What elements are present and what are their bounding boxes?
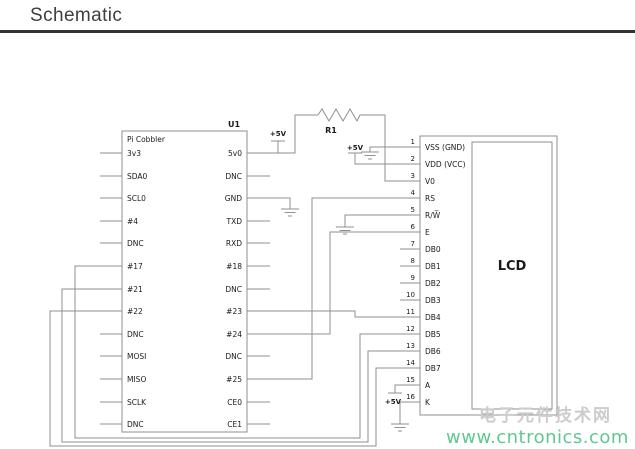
pin-label: 5v0 — [228, 149, 242, 158]
ground-icon — [361, 146, 420, 160]
pin-label: #25 — [226, 375, 242, 384]
pin-label: DNC — [225, 352, 242, 361]
cobbler-right-pin-stubs — [247, 152, 270, 425]
pin-number: 2 — [411, 155, 415, 163]
lcd-screen-box — [471, 141, 553, 410]
lcd-name: LCD — [498, 259, 527, 274]
pin-label: GND — [225, 194, 242, 203]
pin-label: #24 — [226, 330, 242, 339]
pin-label: DNC — [127, 420, 144, 429]
page-header: Schematic — [0, 0, 635, 33]
pin-label: DNC — [225, 172, 242, 181]
wire-rs-pin25 — [270, 197, 420, 380]
pin-label: TXD — [226, 217, 243, 226]
pin-label: #4 — [127, 217, 138, 226]
pin-number: 12 — [406, 325, 415, 333]
pin-label: DB6 — [425, 347, 441, 356]
pin-label: RXD — [226, 239, 242, 248]
cobbler-box — [121, 130, 248, 433]
pin-label: K — [425, 398, 431, 407]
pin-label: VDD (VCC) — [425, 160, 466, 169]
pin-number: 8 — [411, 257, 415, 265]
plus5v-label: +5V — [385, 398, 402, 406]
watermark-text-cn: 电子元件技术网 — [479, 406, 612, 426]
pin-label: R/W̅ — [425, 211, 441, 220]
wire-e-pin24 — [270, 231, 420, 335]
pin-label: SDA0 — [127, 172, 148, 181]
watermark-url: www.cntronics.com — [446, 427, 629, 448]
pin-label: MISO — [127, 375, 146, 384]
page-title: Schematic — [30, 5, 123, 26]
pin-label: E — [425, 228, 430, 237]
pin-label: RS — [425, 194, 435, 203]
power-icon — [348, 152, 420, 165]
pin-label: DNC — [225, 285, 242, 294]
pin-label: CE1 — [227, 420, 242, 429]
plus5v-label: +5V — [270, 130, 287, 138]
cobbler-ref: U1 — [228, 120, 240, 129]
pin-number: 11 — [406, 308, 415, 316]
pin-label: #17 — [127, 262, 143, 271]
pin-number: 5 — [411, 206, 415, 214]
pin-number: 6 — [411, 223, 416, 231]
pin-number: 4 — [411, 189, 416, 197]
pin-label: #23 — [226, 307, 242, 316]
pin-number: 9 — [411, 274, 415, 282]
pin-label: #22 — [127, 307, 143, 316]
pin-label: DNC — [127, 330, 144, 339]
lcd-outer-box — [419, 135, 558, 416]
plus5v-label: +5V — [347, 144, 364, 152]
pin-number: 3 — [411, 172, 415, 180]
pin-number: 7 — [411, 240, 415, 248]
resistor-icon — [317, 108, 361, 123]
wire-db6-pin21 — [61, 288, 420, 443]
pin-label: DB2 — [425, 279, 441, 288]
ground-icon — [270, 197, 299, 217]
wire-db7-pin22 — [49, 310, 420, 447]
pin-label: DNC — [127, 239, 144, 248]
pin-number: 10 — [406, 291, 415, 299]
pin-number: 16 — [406, 393, 415, 401]
pin-label: SCL0 — [127, 194, 146, 203]
pin-label: A — [425, 381, 431, 390]
pin-number: 13 — [406, 342, 415, 350]
power-icon — [388, 384, 420, 394]
wire-db4-pin23 — [270, 310, 420, 318]
pin-number: 14 — [406, 359, 415, 367]
pin-label: DB3 — [425, 296, 441, 305]
pin-label: DB5 — [425, 330, 441, 339]
cobbler-name: Pi Cobbler — [127, 135, 166, 144]
pin-number: 1 — [411, 138, 415, 146]
ground-icon — [336, 214, 420, 235]
pin-label: MOSI — [127, 352, 146, 361]
wire-db5-pin17 — [74, 265, 420, 439]
pin-label: SCLK — [127, 398, 147, 407]
pin-label: 3v3 — [127, 149, 141, 158]
pin-number: 15 — [406, 376, 415, 384]
pin-label: #21 — [127, 285, 143, 294]
ground-icon — [391, 401, 420, 432]
resistor-ref: R1 — [325, 126, 337, 135]
pin-label: DB0 — [425, 245, 441, 254]
pin-label: VSS (GND) — [425, 143, 465, 152]
pin-label: DB7 — [425, 364, 441, 373]
pin-label: CE0 — [227, 398, 242, 407]
pin-label: DB1 — [425, 262, 441, 271]
pin-label: V0 — [425, 177, 435, 186]
pin-label: #18 — [226, 262, 242, 271]
cobbler-left-pin-stubs — [100, 152, 122, 425]
power-icon — [271, 140, 285, 153]
wire-5v-r1-v0 — [270, 114, 420, 182]
pin-label: DB4 — [425, 313, 441, 322]
